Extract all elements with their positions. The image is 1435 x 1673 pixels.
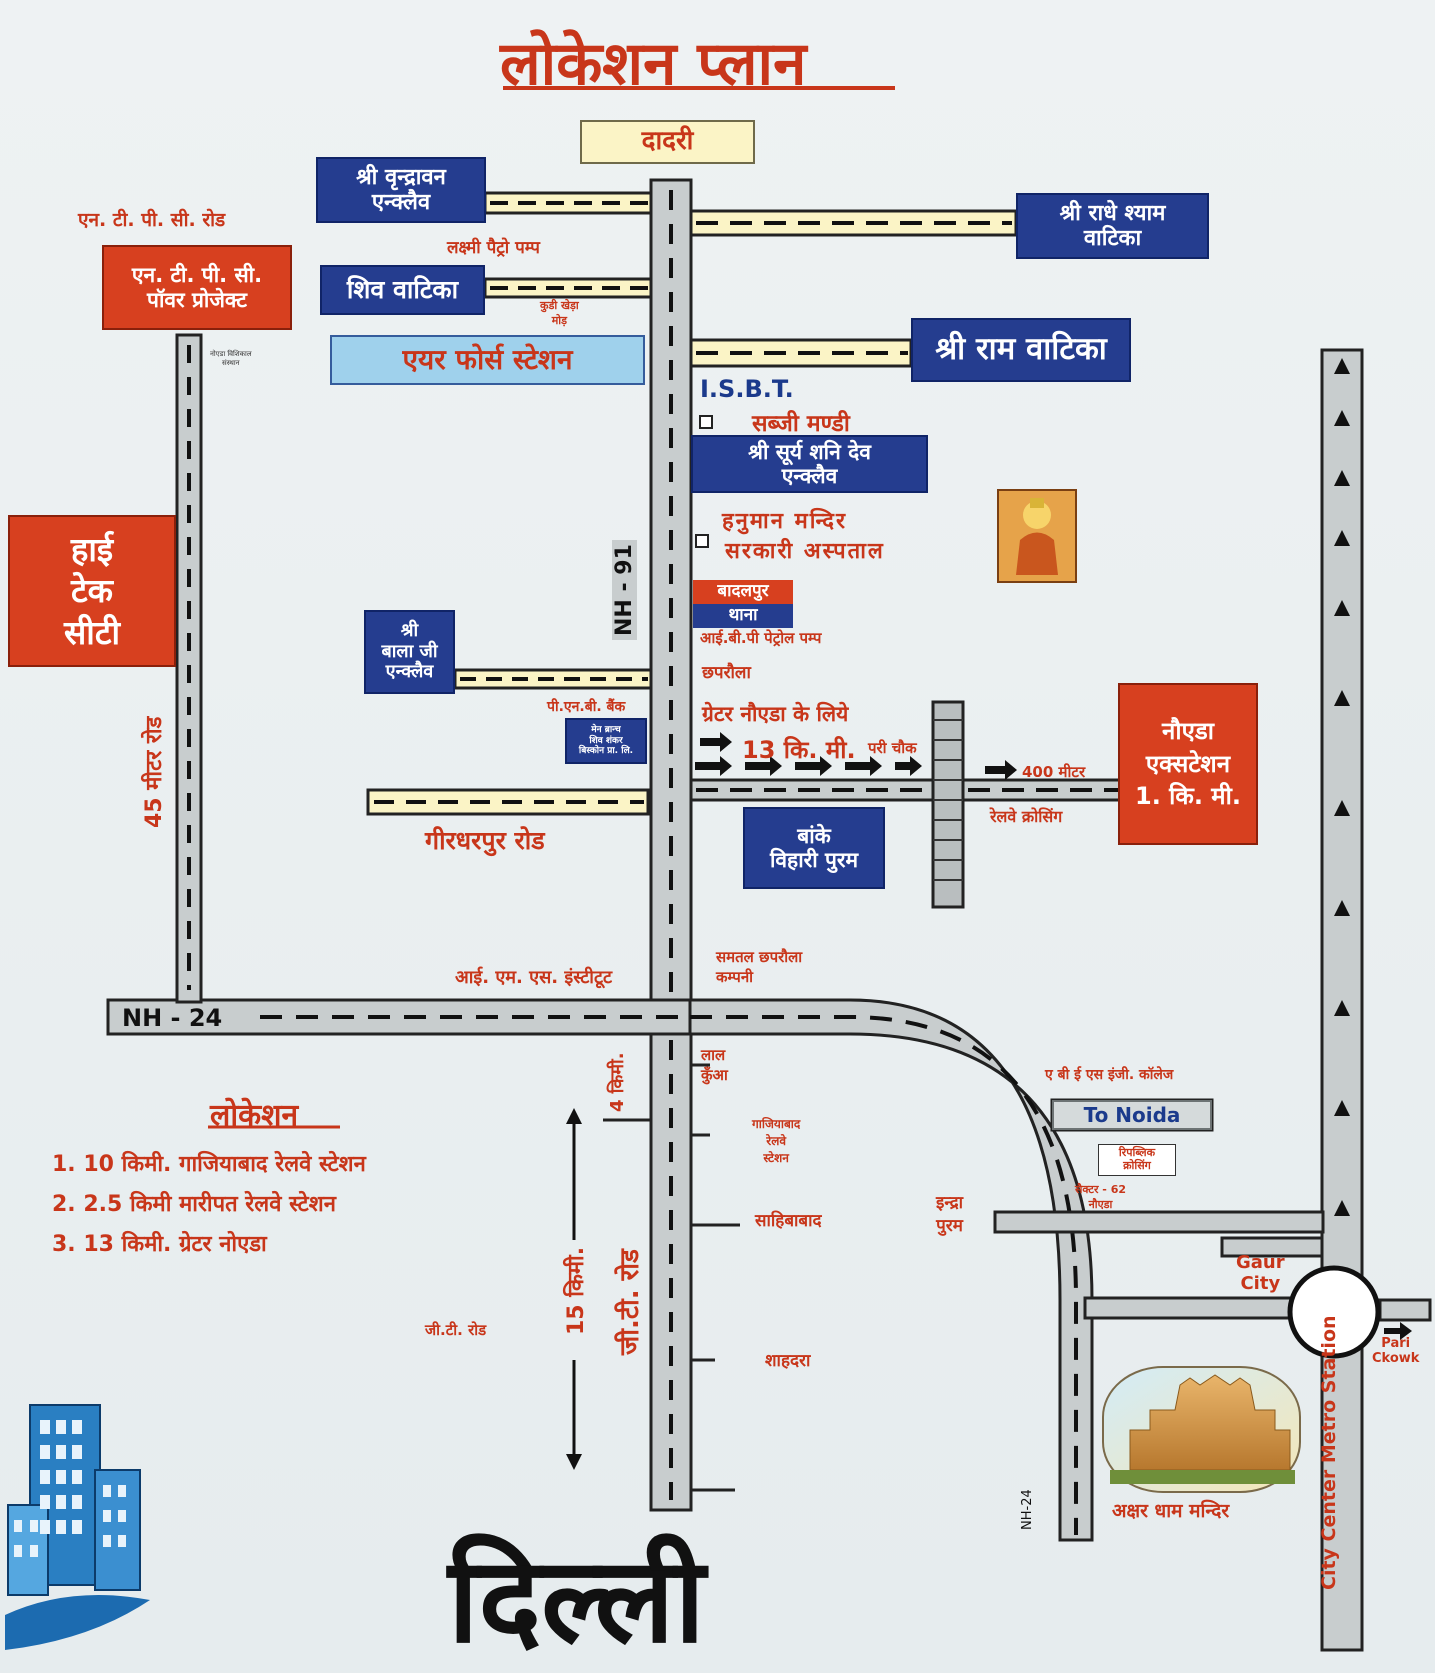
akshardham-label: अक्षर धाम मन्दिर bbox=[1112, 1500, 1230, 1522]
pnb-label: पी.एन.बी. बैंक bbox=[547, 699, 626, 715]
pari-chowk-label: परी चौक bbox=[868, 739, 917, 757]
hospital-label: सरकारी अस्पताल bbox=[725, 539, 885, 564]
kudi-label: कुडी खेड़ा मोड़ bbox=[540, 299, 579, 327]
nh91-label: NH - 91 bbox=[612, 540, 637, 640]
badalpur-box-top: बादलपुर bbox=[693, 580, 793, 604]
delhi-footer: दिल्ली bbox=[448, 1531, 706, 1669]
km15-label: 15 किमी. bbox=[564, 1246, 589, 1335]
sahibabad-label: साहिबाबाद bbox=[755, 1211, 822, 1231]
badalpur-box-bottom: थाना bbox=[693, 604, 793, 628]
km13-label: 13 कि. मी. bbox=[742, 736, 856, 764]
samtal-label: समतल छपरौला कम्पनी bbox=[716, 948, 803, 986]
dadri-box: दादरी bbox=[580, 120, 755, 164]
metro-label: City Center Metro Station bbox=[1318, 1315, 1340, 1590]
buildings-logo bbox=[5, 1404, 150, 1650]
noida-extension-box: नौएडा एक्सटेशन 1. कि. मी. bbox=[1118, 683, 1258, 845]
roundabout-icon bbox=[1287, 1265, 1381, 1359]
radhe-box: श्री राधे श्याम वाटिका bbox=[1016, 193, 1209, 259]
ims-label: आई. एम. एस. इंस्टीटूट bbox=[455, 967, 613, 988]
hitech-box: हाई टेक सीटी bbox=[8, 515, 176, 667]
sector62-label: सैक्टर - 62 नौएडा bbox=[1075, 1183, 1127, 1211]
ntpc-road-label: एन. टी. पी. सी. रोड bbox=[78, 209, 226, 231]
noida-special-label: नोएडा विशिकाल संस्थान bbox=[210, 350, 252, 367]
m400-label: 400 मीटर bbox=[1022, 763, 1086, 781]
km4-label: 4 किमी. bbox=[607, 1052, 628, 1112]
vrindavan-box: श्री वृन्द्रावन एन्क्लैव bbox=[316, 157, 486, 223]
balaji-box: श्री बाला जी एन्क्लैव bbox=[364, 610, 455, 694]
to-noida-box[interactable]: To Noida bbox=[1052, 1100, 1212, 1130]
akshardham-image bbox=[1102, 1366, 1301, 1493]
lakshmi-label: लक्ष्मी पैट्रो पम्प bbox=[447, 238, 540, 258]
location-item-2: 2. 2.5 किमी मारीपत रेलवे स्टेशन bbox=[52, 1192, 336, 1217]
hanuman-label: हनुमान मन्दिर bbox=[722, 509, 847, 534]
pari-ckowk-label: Pari Ckowk bbox=[1372, 1336, 1420, 1366]
main-branch-box: मेन ब्रान्च शिव शंकर बिस्कोन प्रा. लि. bbox=[565, 718, 647, 764]
banke-box: बांके विहारी पुरम bbox=[743, 807, 885, 889]
hanuman-image bbox=[997, 489, 1077, 583]
railway-crossing-label: रेलवे क्रोसिंग bbox=[990, 807, 1063, 826]
distance-arrows bbox=[566, 1108, 582, 1470]
republic-crossing-box: रिपब्लिक क्रोसिंग bbox=[1098, 1144, 1176, 1176]
indrapuram-label: इन्द्रा पुरम bbox=[936, 1193, 964, 1236]
gt-road-label: जी.टी. रोड bbox=[425, 1321, 487, 1339]
ghaziabad-station-label: गाजियाबाद रेलवे स्टेशन bbox=[752, 1117, 801, 1165]
nh24-small-label: NH-24 bbox=[1020, 1489, 1035, 1530]
greater-noida-label: ग्रेटर नौएडा के लिये bbox=[702, 702, 849, 726]
ibp-label: आई.बी.पी पेट्रोल पम्प bbox=[700, 629, 822, 647]
metro-road bbox=[1320, 348, 1364, 1652]
ram-box: श्री राम वाटिका bbox=[911, 318, 1131, 382]
sabji-label: सब्जी मण्डी bbox=[752, 411, 850, 437]
girdharpur-label: गीरधरपुर रोड bbox=[425, 826, 545, 855]
lal-kuan-label: लाल कुँआ bbox=[701, 1046, 728, 1084]
location-heading: लोकेशन bbox=[210, 1098, 299, 1133]
location-item-3: 3. 13 किमी. ग्रेटर नोएडा bbox=[52, 1232, 267, 1257]
abes-label: ए बी ई एस इंजी. कॉलेज bbox=[1045, 1067, 1174, 1083]
shahdara-label: शाहदरा bbox=[765, 1351, 811, 1371]
meter45-road bbox=[175, 333, 203, 1004]
nh24-road bbox=[106, 998, 1094, 1542]
page-title: लोकेशन प्लान bbox=[500, 29, 807, 99]
meter45-label: 45 मीटर रोड bbox=[142, 716, 167, 828]
gt-road-vertical-label: जी.टी. रोड bbox=[615, 1249, 645, 1355]
chhaprola-label: छपरौला bbox=[702, 663, 751, 683]
nh91-road bbox=[649, 178, 693, 1512]
surya-box: श्री सूर्य शनि देव एन्क्लैव bbox=[691, 435, 928, 493]
arrow-icon bbox=[1384, 1322, 1412, 1340]
gaur-city-label: Gaur City bbox=[1236, 1252, 1285, 1294]
ntpc-power-box: एन. टी. पी. सी. पॉवर प्रोजेक्ट bbox=[102, 245, 292, 330]
isbt-label: I.S.B.T. bbox=[700, 375, 794, 403]
location-item-1: 1. 10 किमी. गाजियाबाद रेलवे स्टेशन bbox=[52, 1152, 366, 1177]
airforce-box: एयर फोर्स स्टेशन bbox=[330, 335, 645, 385]
shiv-box: शिव वाटिका bbox=[320, 265, 485, 315]
nh24-label: NH - 24 bbox=[122, 1004, 223, 1032]
